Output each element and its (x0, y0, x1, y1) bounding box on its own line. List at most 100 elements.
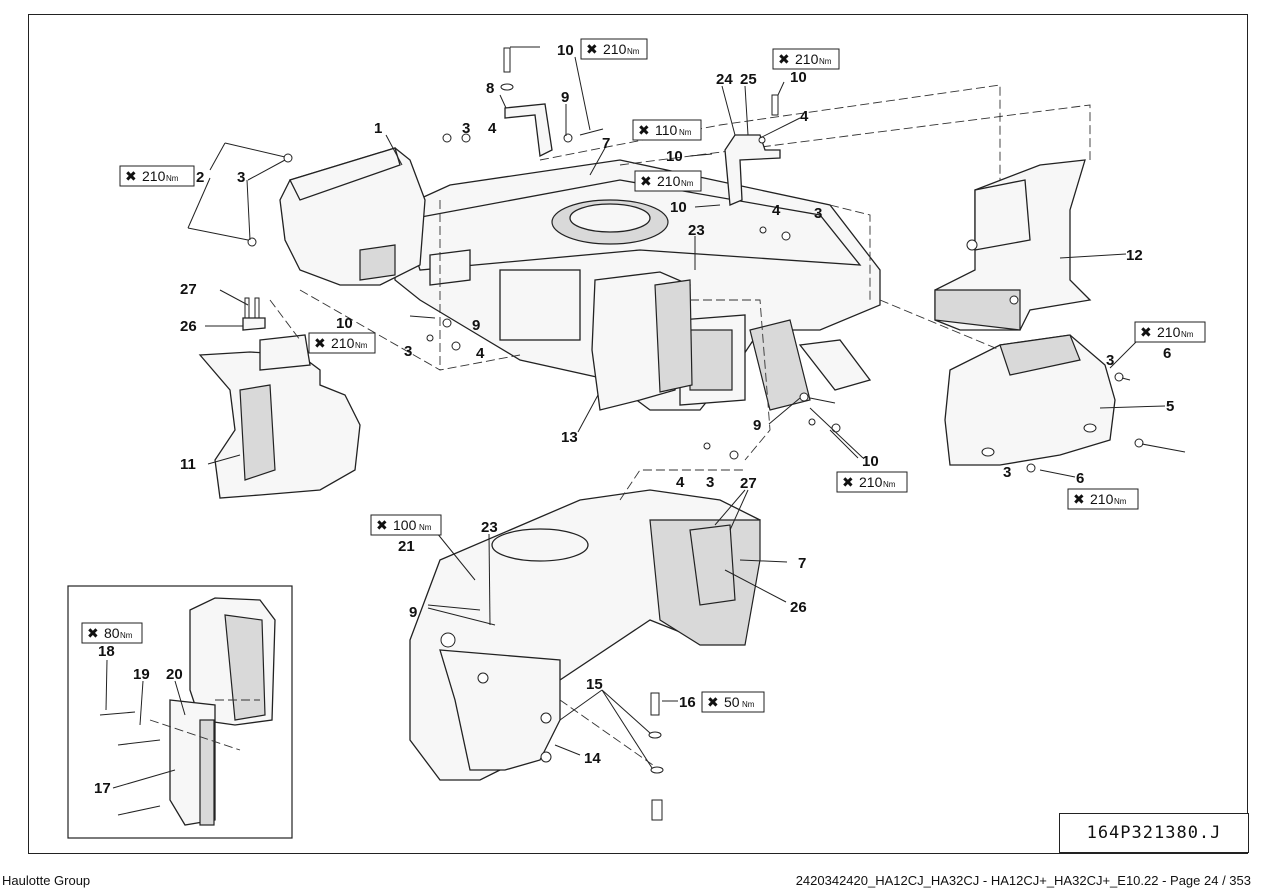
torque-unit: Nm (120, 631, 133, 640)
drawing-reference-code: 164P321380.J (1059, 813, 1249, 853)
callout-numbers: 1 2 3 3 4 8 9 10 7 10 4 24 25 10 10 4 3 … (94, 42, 1174, 797)
torque-unit: Nm (1181, 330, 1194, 339)
torque-unit: Nm (419, 523, 432, 532)
torque-box: ✖ 210 Nm (119, 165, 195, 187)
callout-11: 11 (180, 456, 196, 473)
callout-19: 19 (133, 666, 150, 683)
callout-10: 10 (790, 69, 807, 86)
callout-27: 27 (740, 475, 757, 492)
chassis-frame (394, 159, 881, 411)
torque-labels: ✖ 210 Nm ✖ 210 Nm ✖ 110 Nm ✖ 210 Nm ✖ 21… (81, 38, 1206, 713)
torque-value: 50 (724, 694, 740, 710)
callout-26: 26 (180, 318, 197, 335)
torque-unit: Nm (355, 341, 368, 350)
svg-text:✖: ✖ (586, 41, 598, 57)
callout-5: 5 (1166, 398, 1174, 415)
part-13-bracket (499, 269, 693, 411)
callout-9: 9 (753, 417, 761, 434)
torque-value: 110 (655, 122, 678, 138)
torque-box: ✖ 110 Nm (632, 119, 702, 141)
callout-24: 24 (716, 71, 733, 88)
svg-text:✖: ✖ (707, 694, 719, 710)
svg-text:✖: ✖ (125, 168, 137, 184)
assembly-guide-lines (149, 84, 1091, 771)
callout-25: 25 (740, 71, 757, 88)
callout-12: 12 (1126, 247, 1143, 264)
torque-unit: Nm (742, 700, 755, 709)
callout-3: 3 (814, 205, 822, 222)
callout-4: 4 (676, 474, 685, 491)
part-12-block (934, 159, 1092, 331)
torque-unit: Nm (883, 480, 896, 489)
callout-17: 17 (94, 780, 111, 797)
torque-value: 210 (142, 168, 166, 184)
callout-8: 8 (486, 80, 494, 97)
callout-3: 3 (462, 120, 470, 137)
torque-box: ✖ 100 Nm (370, 514, 442, 536)
callout-1: 1 (374, 120, 382, 137)
part-1-cover (279, 147, 426, 286)
callout-26: 26 (790, 599, 807, 616)
callout-3: 3 (1003, 464, 1011, 481)
torque-box: ✖ 210 Nm (1134, 321, 1206, 343)
callout-7: 7 (602, 135, 610, 152)
torque-unit: Nm (679, 128, 692, 137)
svg-text:✖: ✖ (376, 517, 388, 533)
torque-box: ✖ 210 Nm (772, 48, 840, 70)
callout-3: 3 (404, 343, 412, 360)
inset-detail (67, 585, 293, 839)
callout-2: 2 (196, 169, 204, 186)
torque-box: ✖ 80 Nm (81, 622, 143, 644)
svg-text:✖: ✖ (842, 474, 854, 490)
torque-box: ✖ 50 Nm (701, 691, 765, 713)
torque-box: ✖ 210 Nm (308, 332, 376, 354)
torque-unit: Nm (166, 174, 179, 183)
torque-unit: Nm (1114, 497, 1127, 506)
callout-15: 15 (586, 676, 603, 693)
footer-company: Haulotte Group (2, 873, 91, 888)
callout-10: 10 (557, 42, 574, 59)
torque-value: 80 (104, 625, 120, 641)
lower-arm-assembly (409, 489, 761, 781)
svg-text:✖: ✖ (314, 335, 326, 351)
callout-3: 3 (706, 474, 714, 491)
callout-16: 16 (679, 694, 696, 711)
callout-9: 9 (561, 89, 569, 106)
callout-4: 4 (476, 345, 485, 362)
callout-3: 3 (237, 169, 245, 186)
callout-7: 7 (798, 555, 806, 572)
svg-text:✖: ✖ (87, 625, 99, 641)
callout-4: 4 (772, 202, 781, 219)
svg-text:✖: ✖ (640, 173, 652, 189)
callout-10: 10 (336, 315, 353, 332)
torque-box: ✖ 210 Nm (1067, 488, 1139, 510)
drawing-frame (28, 14, 1248, 854)
callout-9: 9 (472, 317, 480, 334)
torque-value: 210 (795, 51, 819, 67)
callout-4: 4 (800, 108, 809, 125)
callout-27: 27 (180, 281, 197, 298)
svg-text:✖: ✖ (778, 51, 790, 67)
svg-text:✖: ✖ (638, 122, 650, 138)
callout-14: 14 (584, 750, 601, 767)
callout-leaders (105, 46, 1166, 789)
callout-10: 10 (862, 453, 879, 470)
torque-value: 210 (603, 41, 627, 57)
callout-23: 23 (481, 519, 498, 536)
torque-value: 210 (1157, 324, 1181, 340)
torque-unit: Nm (681, 179, 694, 188)
fasteners (99, 47, 1186, 821)
callout-6: 6 (1076, 470, 1084, 487)
callout-10: 10 (670, 199, 687, 216)
callout-4: 4 (488, 120, 497, 137)
callout-9: 9 (409, 604, 417, 621)
torque-value: 210 (657, 173, 681, 189)
part-11-cover (198, 334, 361, 499)
callout-6: 6 (1163, 345, 1171, 362)
torque-value: 210 (859, 474, 883, 490)
callout-18: 18 (98, 643, 115, 660)
footer-document-info: 2420342420_HA12CJ_HA32CJ - HA12CJ+_HA32C… (795, 873, 1251, 888)
torque-box: ✖ 210 Nm (580, 38, 648, 60)
svg-text:✖: ✖ (1140, 324, 1152, 340)
